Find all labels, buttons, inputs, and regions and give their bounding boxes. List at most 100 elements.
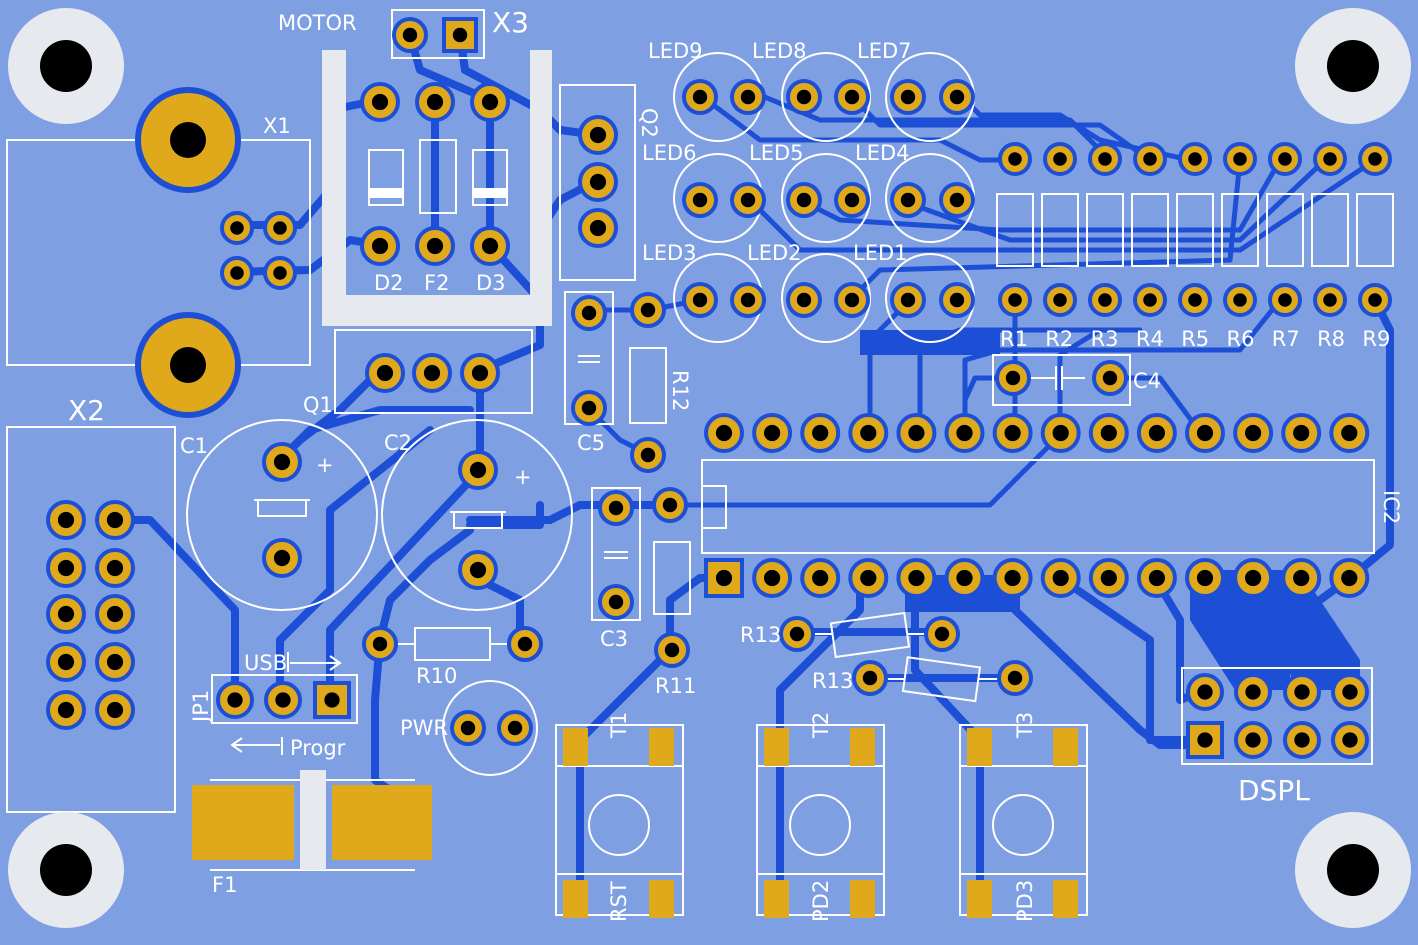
label-t1: T1 <box>607 712 631 739</box>
pad-drill <box>106 653 124 671</box>
pad-drill <box>1052 569 1069 587</box>
pad-drill <box>740 292 756 308</box>
pad-drill <box>1278 152 1292 166</box>
pad-drill <box>106 511 124 529</box>
pad-drill <box>426 93 444 111</box>
pad-drill <box>900 292 916 308</box>
pad-drill <box>589 173 607 191</box>
pad-drill <box>844 89 860 105</box>
pad-drill <box>812 424 829 442</box>
label-q1: Q1 <box>303 393 333 417</box>
label-q2: Q2 <box>637 108 661 138</box>
label-r13-a: R13 <box>740 623 781 647</box>
pad-drill <box>57 559 75 577</box>
label-led: LED2 <box>747 241 802 265</box>
pad-drill <box>1100 569 1117 587</box>
pad-drill <box>1188 293 1202 307</box>
pad-drill <box>692 292 708 308</box>
pad-drill <box>1368 152 1382 166</box>
label-led: LED1 <box>853 241 908 265</box>
pad-drill <box>1053 152 1067 166</box>
label-d3: D3 <box>476 271 506 295</box>
pad-drill <box>273 221 287 235</box>
label-led: LED9 <box>648 39 703 63</box>
pad-drill <box>57 511 75 529</box>
pad-drill <box>715 569 733 587</box>
pad-drill <box>371 93 389 111</box>
mounting-holes <box>8 8 1411 928</box>
pad-drill <box>664 642 680 658</box>
pad-drill <box>324 692 340 708</box>
label-c1-plus: + <box>316 453 334 477</box>
pad-drill <box>589 126 607 144</box>
label-x3: X3 <box>492 6 529 39</box>
pad-drill <box>227 692 243 708</box>
d3-body <box>472 149 508 206</box>
pad-drill <box>1143 293 1157 307</box>
pad-drill <box>796 292 812 308</box>
pad-drill <box>1293 424 1310 442</box>
pad-drill <box>1196 424 1214 442</box>
pad-drill <box>469 461 487 479</box>
pad-drill <box>517 636 533 652</box>
pad-drill <box>57 701 75 719</box>
pad-drill <box>860 424 877 442</box>
pad-drill <box>1341 424 1358 442</box>
pad-drill <box>1294 732 1310 748</box>
pad-drill <box>230 221 244 235</box>
label-led: LED7 <box>857 39 912 63</box>
pad-drill <box>471 364 489 382</box>
through-hole-pads <box>46 17 1392 759</box>
label-c1: C1 <box>180 434 208 458</box>
pad-drill <box>1245 569 1262 587</box>
pad-drill <box>1278 293 1292 307</box>
label-resistor: R7 <box>1272 327 1300 351</box>
pad-drill <box>581 305 597 321</box>
silkscreen-labels: MOTOR X3 X1 X2 Q2 Q1 D2 F2 D3 C1 C2 + + … <box>68 6 1403 922</box>
label-d2: D2 <box>374 271 404 295</box>
label-led: LED4 <box>855 141 910 165</box>
label-resistor: R3 <box>1091 327 1119 351</box>
pad-drill <box>796 89 812 105</box>
label-resistor: R6 <box>1227 327 1255 351</box>
pad-drill <box>662 497 678 513</box>
pad-drill <box>764 569 781 587</box>
silkscreen <box>6 9 1394 916</box>
x3-pad <box>442 17 478 53</box>
pad-drill <box>1245 732 1261 748</box>
pad-drill <box>273 266 287 280</box>
pad-drill <box>1233 293 1247 307</box>
pad-drill <box>900 192 916 208</box>
pad-drill <box>608 500 624 516</box>
label-resistor: R5 <box>1181 327 1209 351</box>
c1-outline <box>186 419 378 611</box>
label-led: LED3 <box>642 241 697 265</box>
pad-drill <box>812 569 829 587</box>
pad-drill <box>860 569 877 587</box>
pad-drill <box>1004 424 1021 442</box>
pad-drill <box>608 594 624 610</box>
pad-drill <box>372 636 388 652</box>
label-led: LED8 <box>752 39 807 63</box>
label-ic2: IC2 <box>1379 490 1403 524</box>
pad-drill <box>1294 684 1310 700</box>
pad-drill <box>908 569 925 587</box>
f1-pad-right <box>332 785 432 860</box>
label-motor: MOTOR <box>278 11 357 35</box>
label-pd3: PD3 <box>1013 880 1037 922</box>
pad-drill <box>1008 152 1022 166</box>
pad-drill <box>1196 569 1214 587</box>
pad-drill <box>640 447 656 463</box>
pad-drill <box>1245 684 1261 700</box>
pad-drill <box>900 89 916 105</box>
pad-drill <box>426 237 444 255</box>
heatsink-keepout <box>322 50 552 326</box>
pad-drill <box>469 561 487 579</box>
pad-drill <box>1098 152 1112 166</box>
pad-drill <box>1233 152 1247 166</box>
label-progr: Progr <box>290 736 346 760</box>
label-resistor: R2 <box>1045 327 1073 351</box>
label-c2-plus: + <box>514 465 532 489</box>
